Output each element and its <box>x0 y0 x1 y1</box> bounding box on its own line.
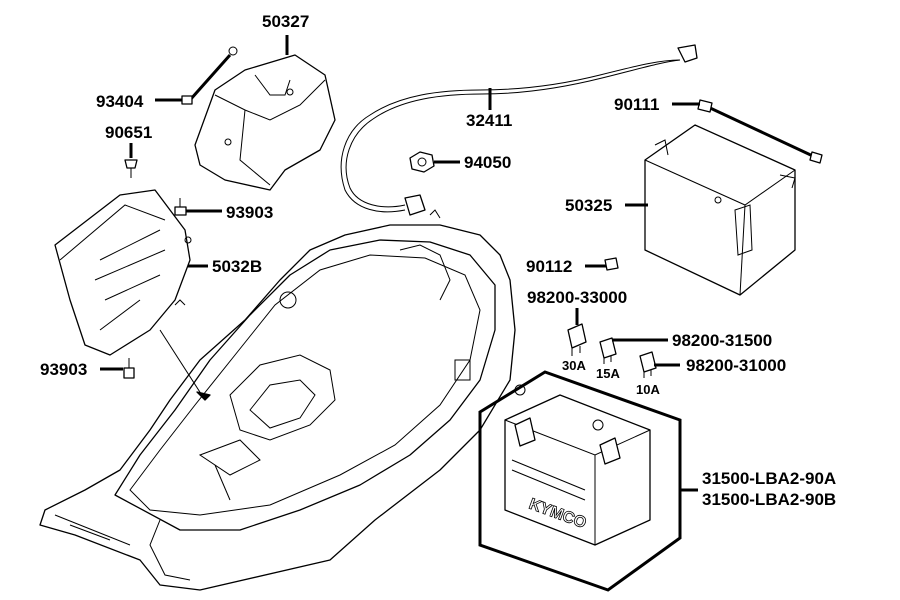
fuse-10a-label: 10A <box>636 382 660 397</box>
callout-90112: 90112 <box>526 257 572 276</box>
fuse-30a-label: 30A <box>562 358 586 373</box>
assembly-arrowhead <box>196 391 211 401</box>
assembly-arrow <box>159 329 206 401</box>
cover-50327 <box>194 54 336 191</box>
bracket-5032b <box>54 189 192 356</box>
callout-93903-a: 93903 <box>226 203 273 222</box>
clip-90651 <box>124 159 138 178</box>
callout-5032b: 5032B <box>212 257 262 276</box>
screw-93903-b <box>123 299 186 379</box>
wire-32411 <box>340 44 698 219</box>
callout-31500-lba2-90b: 31500-LBA2-90B <box>702 490 836 509</box>
callout-50327: 50327 <box>262 12 309 31</box>
fuse-30a <box>567 323 587 356</box>
callout-90111: 90111 <box>614 95 659 114</box>
bolt-90111 <box>697 99 823 164</box>
callout-31500-lba2-90a: 31500-LBA2-90A <box>702 469 836 488</box>
nut-94050 <box>409 151 435 173</box>
callout-98200-31000: 98200-31000 <box>686 356 786 375</box>
fuse-10a <box>639 351 657 378</box>
fuse-15a <box>599 337 617 364</box>
fuse-15a-label: 15A <box>596 366 620 381</box>
screw-90112 <box>604 257 619 271</box>
battery-31500: KYMCO <box>504 384 651 546</box>
callout-32411: 32411 <box>466 111 512 130</box>
battery-box-50325 <box>644 124 796 296</box>
storage-tray <box>39 224 516 591</box>
callout-90651: 90651 <box>105 123 152 142</box>
callout-93903-b: 93903 <box>40 360 87 379</box>
callout-93404: 93404 <box>96 92 144 111</box>
callout-98200-33000: 98200-33000 <box>527 288 627 307</box>
battery-frame <box>478 370 682 592</box>
callout-94050: 94050 <box>464 153 511 172</box>
callout-50325: 50325 <box>565 196 612 215</box>
callout-98200-31500: 98200-31500 <box>672 331 772 350</box>
screw-93903-a <box>174 198 187 216</box>
